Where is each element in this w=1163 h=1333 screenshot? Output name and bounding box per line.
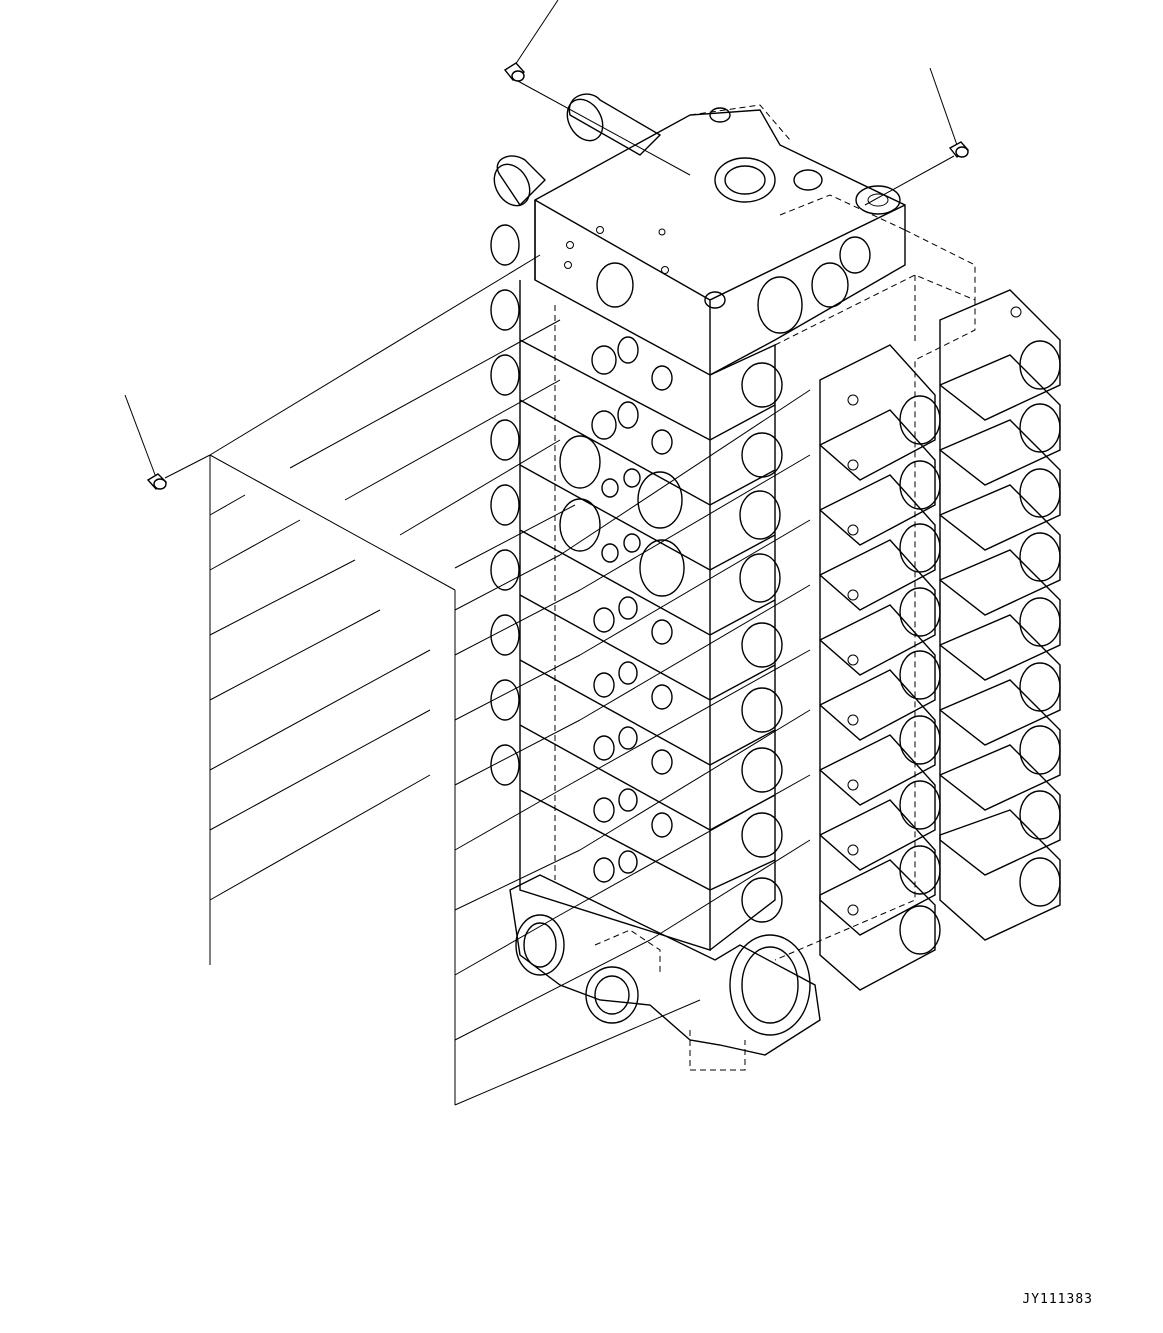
section-dividers — [519, 305, 776, 891]
side-plate — [774, 274, 976, 961]
solenoid-rear-4 — [939, 484, 1061, 616]
solenoid-row-front — [819, 344, 941, 991]
figure-code: JY111383 — [1022, 1292, 1093, 1307]
solenoid-front-3 — [819, 474, 941, 611]
solenoid-front-5 — [819, 604, 941, 741]
solenoid-front-1 — [819, 344, 941, 481]
leader-lines — [124, 0, 959, 1106]
plug-top-left — [503, 62, 526, 82]
section-ports — [559, 336, 685, 883]
solenoid-front-7 — [819, 734, 941, 871]
side-face-plugs — [739, 362, 783, 923]
plug-top-right — [948, 141, 970, 158]
solenoid-rear-8 — [939, 744, 1061, 876]
solenoid-rear-1 — [939, 289, 1061, 421]
plug-left — [146, 473, 168, 490]
solenoid-rear-2 — [939, 354, 1061, 486]
solenoid-front-8 — [819, 799, 941, 936]
solenoid-front-9 — [819, 859, 941, 991]
spool-end-caps — [490, 224, 520, 786]
solenoid-front-4 — [819, 539, 941, 676]
solenoid-rear-3 — [939, 419, 1061, 551]
bottom-end-block — [509, 874, 821, 1071]
solenoid-rear-9 — [939, 809, 1061, 941]
solenoid-rear-5 — [939, 549, 1061, 681]
solenoid-front-6 — [819, 669, 941, 806]
solenoid-row-rear — [939, 289, 1061, 941]
valve-body — [493, 93, 976, 951]
